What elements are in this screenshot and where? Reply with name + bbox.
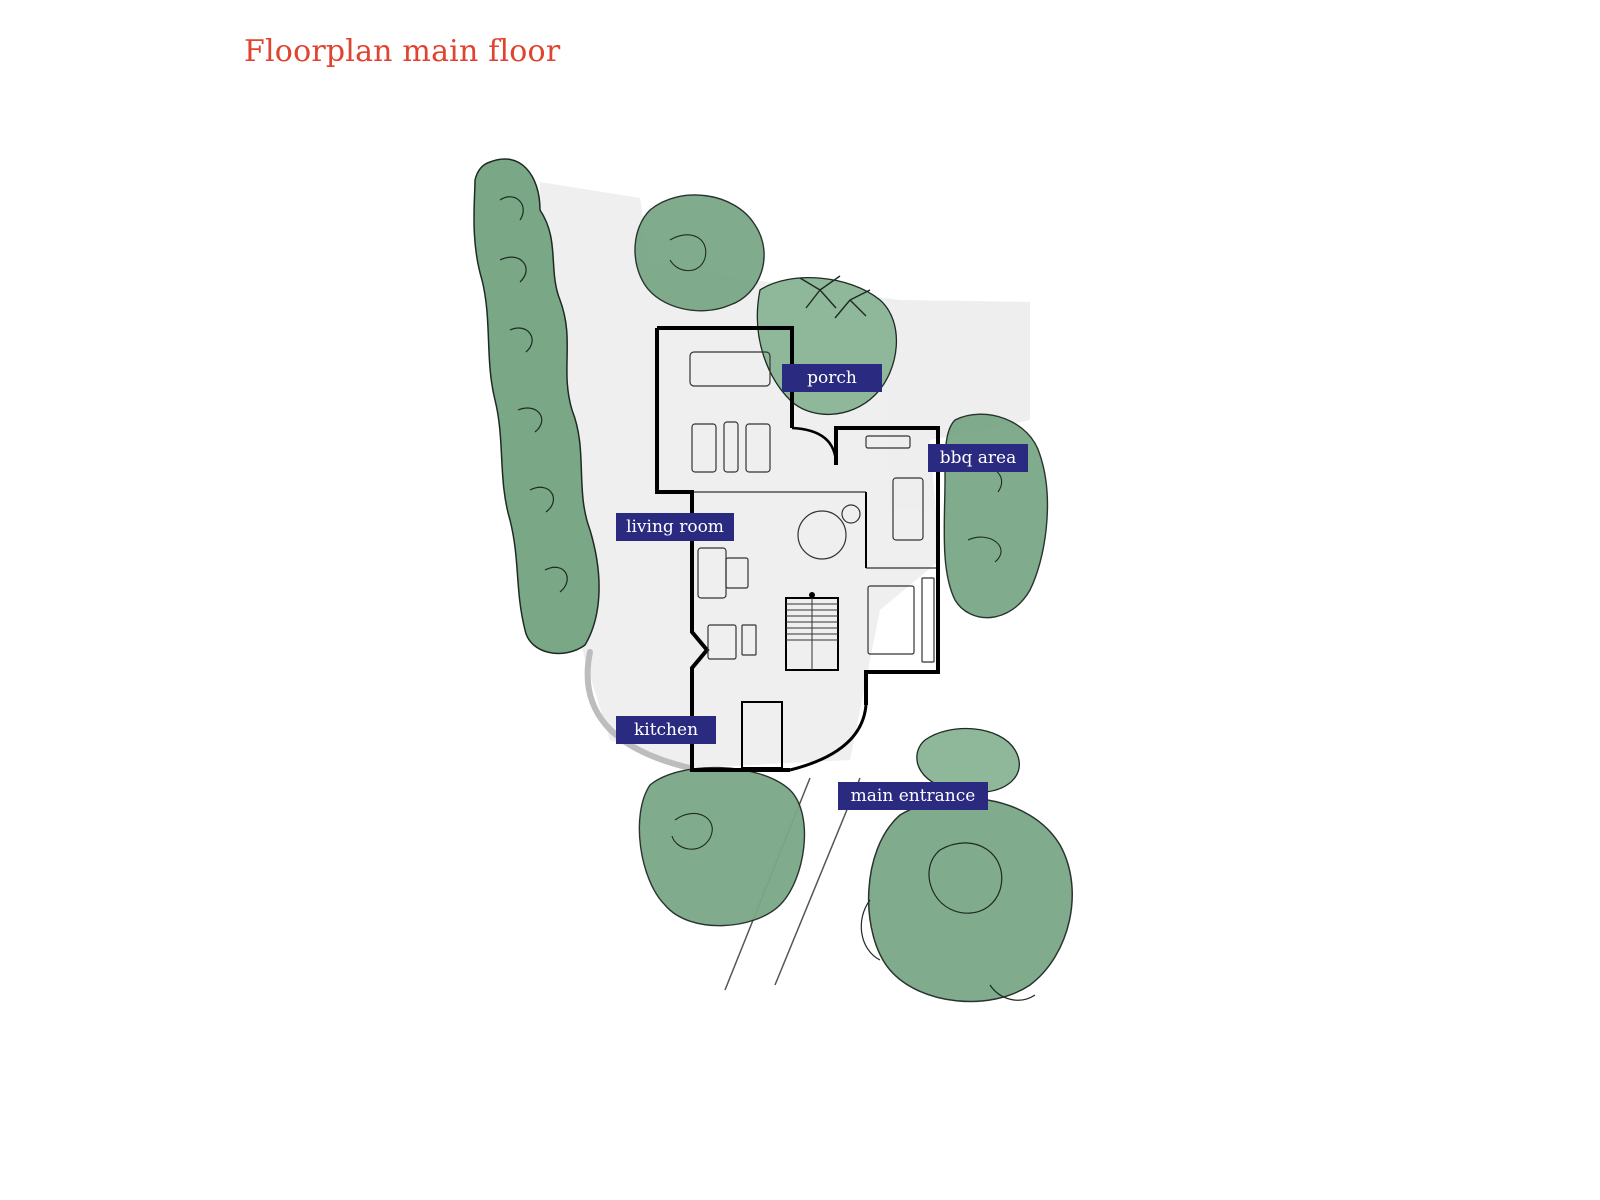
tree-icon: [634, 194, 765, 312]
porch-label: porch: [782, 364, 882, 392]
staircase: [786, 598, 838, 670]
furniture: [689, 351, 935, 663]
porch-door-arc: [791, 426, 838, 466]
bbq-area-label: bbq area: [928, 444, 1028, 472]
house-walls: [655, 326, 940, 772]
tree-icon: [860, 797, 1073, 1003]
page-title: Floorplan main floor: [244, 34, 561, 69]
living-room-label: living room: [616, 513, 734, 541]
main-entrance-label: main entrance: [838, 782, 988, 810]
post-marker: [809, 592, 815, 598]
kitchen-label: kitchen: [616, 716, 716, 744]
side-path: [584, 649, 693, 771]
tree-icon: [638, 766, 806, 927]
hedge-icon: [473, 158, 600, 655]
entrance-curve: [789, 704, 868, 772]
